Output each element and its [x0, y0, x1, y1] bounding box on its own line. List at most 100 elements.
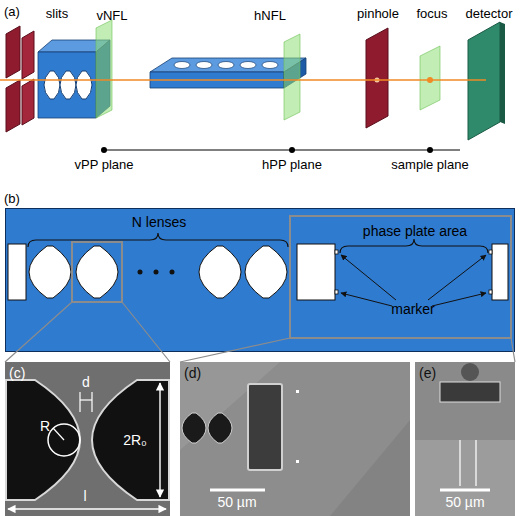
plane-label: sample plane — [391, 157, 468, 173]
sem-feature — [461, 363, 479, 381]
frame-end — [297, 244, 335, 300]
lens-hole — [262, 62, 278, 69]
sem-background — [180, 362, 410, 516]
slit-plate — [22, 79, 34, 125]
lens-block-top — [150, 58, 306, 72]
phase-plate-plane — [284, 34, 300, 120]
gap-mark — [79, 392, 80, 412]
part-label: hNFL — [254, 8, 286, 24]
dimension-label: l — [83, 488, 86, 504]
scale-label: 50 µm — [217, 494, 256, 510]
plane-dot — [289, 147, 295, 153]
dimension-arrow — [8, 508, 166, 509]
brace — [28, 233, 288, 247]
phase-plate — [440, 382, 500, 402]
gap-mark — [91, 392, 92, 412]
lens-block-front — [38, 52, 96, 118]
plane-label: vPP plane — [74, 157, 133, 173]
detector-edge — [500, 22, 505, 124]
lens-hole — [44, 71, 60, 99]
detector-plate — [468, 22, 500, 140]
ellipsis-dot — [170, 270, 175, 275]
pointer-arrow — [341, 255, 396, 300]
lens-hole — [199, 246, 241, 298]
lens-hole — [60, 71, 76, 99]
panel-label: (a) — [4, 4, 20, 20]
lens-hole — [92, 380, 169, 500]
lens-hole — [240, 62, 256, 69]
zoom-line — [511, 338, 515, 362]
scale-bar — [210, 489, 265, 492]
lens-hole — [218, 62, 234, 69]
dimension-arrow — [159, 383, 160, 497]
sem-feature — [459, 440, 461, 486]
lens-chip: N lenses phase plate area marker — [5, 208, 515, 352]
lens-hole — [174, 62, 190, 69]
lens-hole — [76, 246, 118, 298]
beam-line — [0, 79, 486, 81]
dimension-label: 2R₀ — [123, 432, 147, 448]
pointer-arrow — [432, 293, 486, 306]
lens-hole — [76, 71, 92, 99]
marker-notch — [335, 290, 338, 294]
part-label: detector — [466, 6, 513, 22]
panel-label: (b) — [4, 191, 20, 207]
marker-dot — [296, 460, 299, 463]
scale-bar — [440, 489, 490, 492]
dimension-label: d — [82, 374, 90, 390]
lens-hole — [29, 246, 71, 298]
zoom-frame — [72, 242, 122, 302]
sem-feature — [475, 440, 477, 486]
pinhole-plate — [366, 28, 388, 128]
plane-dot — [427, 147, 433, 153]
phase-plate — [248, 384, 282, 470]
zoom-line — [180, 338, 290, 362]
radius-circle — [48, 424, 80, 456]
group-label: phase plate area — [363, 223, 467, 239]
sem-panel: (e) 50 µm — [415, 362, 515, 516]
pointer-arrow — [428, 255, 486, 300]
zoom-line — [5, 302, 72, 362]
frame-end — [8, 244, 26, 300]
zoom-line — [122, 302, 170, 362]
scale-label: 50 µm — [445, 494, 484, 510]
group-label: N lenses — [132, 214, 186, 230]
marker-notch — [489, 250, 492, 254]
lens-hole — [182, 413, 206, 443]
sem-background — [415, 362, 515, 440]
marker-dot — [296, 390, 299, 393]
dimension-label: R — [40, 418, 50, 434]
zoom-frame — [290, 216, 511, 338]
panel-label: (c) — [9, 365, 25, 381]
axis-line — [104, 150, 460, 151]
slit-plate — [22, 31, 34, 79]
marker-notch — [489, 290, 492, 294]
callout-label: marker — [391, 301, 435, 317]
sem-texture — [330, 420, 410, 516]
lens-hole — [196, 62, 212, 69]
plane-label: hPP plane — [262, 157, 322, 173]
part-label: slits — [46, 6, 68, 22]
ellipsis-dot — [154, 270, 159, 275]
ellipsis-dot — [138, 270, 143, 275]
radius-line — [53, 428, 64, 440]
gap-mark — [80, 399, 92, 400]
focus-plane — [420, 46, 440, 110]
phase-plate-plane — [96, 20, 112, 118]
focus-point — [427, 77, 433, 83]
slit-plate — [6, 80, 20, 132]
panel-label: (e) — [419, 365, 436, 381]
sem-background — [415, 440, 515, 516]
slit-plate — [6, 26, 20, 78]
part-label: pinhole — [357, 6, 399, 22]
marker-notch — [335, 250, 338, 254]
sem-background — [5, 362, 170, 516]
part-label: focus — [416, 6, 447, 22]
panel-label: (d) — [184, 365, 201, 381]
lens-hole — [6, 380, 80, 500]
plane-dot — [101, 147, 107, 153]
lens-hole — [208, 413, 232, 443]
